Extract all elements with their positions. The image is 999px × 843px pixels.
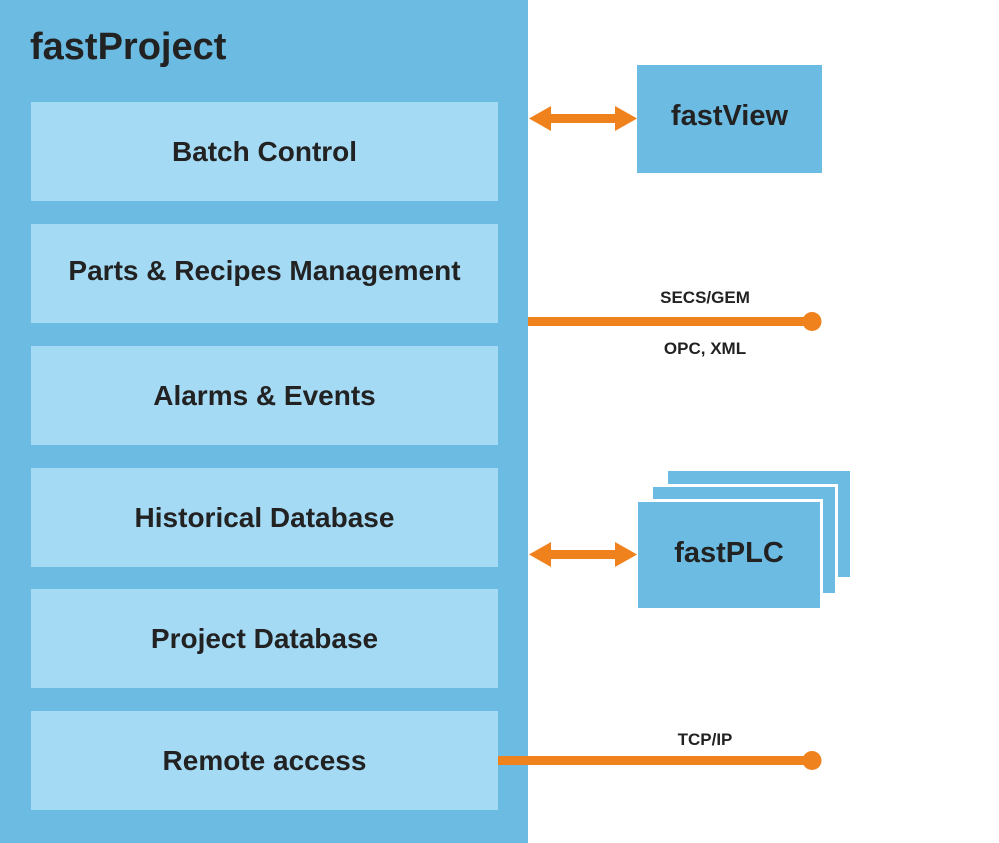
module-alarms-events: Alarms & Events bbox=[31, 346, 498, 445]
opc-xml-label: OPC, XML bbox=[663, 339, 747, 358]
secs-gem-label: SECS/GEM bbox=[660, 288, 750, 307]
secs-gem-connector bbox=[528, 312, 822, 331]
panel-title: fastProject bbox=[30, 26, 227, 68]
module-project-database: Project Database bbox=[31, 589, 498, 688]
fastproject-panel: fastProject Batch Control Parts & Recipe… bbox=[0, 0, 528, 843]
module-remote-access: Remote access bbox=[31, 711, 498, 810]
fastplc-double-arrow bbox=[529, 542, 637, 567]
tcp-ip-label: TCP/IP bbox=[677, 730, 733, 749]
module-batch-control: Batch Control bbox=[31, 102, 498, 201]
tcp-ip-connector bbox=[498, 751, 822, 770]
module-parts-recipes-management: Parts & Recipes Management bbox=[31, 224, 498, 323]
fastview-double-arrow bbox=[529, 106, 637, 131]
fastplc-box: fastPLC bbox=[635, 499, 823, 611]
fastview-box: fastView bbox=[637, 65, 822, 173]
module-historical-database: Historical Database bbox=[31, 468, 498, 567]
